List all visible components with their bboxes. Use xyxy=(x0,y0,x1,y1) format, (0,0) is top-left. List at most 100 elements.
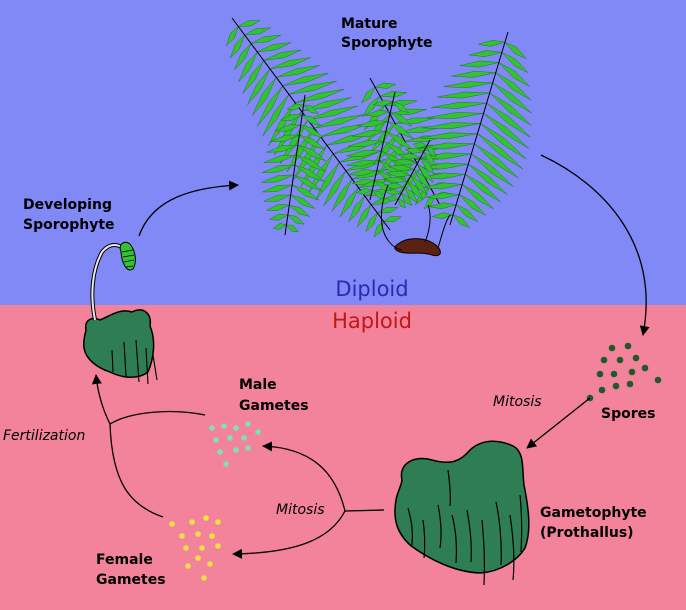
pinna xyxy=(373,220,385,238)
pinna xyxy=(301,97,352,112)
pinna xyxy=(495,72,531,101)
dot xyxy=(209,425,215,431)
mitosis-gametes-label: Mitosis xyxy=(276,502,325,518)
pinna xyxy=(242,60,264,94)
pinna xyxy=(384,176,408,183)
dot xyxy=(201,575,207,581)
pinna xyxy=(301,114,323,127)
pinna xyxy=(360,86,376,104)
pinna xyxy=(386,195,399,202)
pinna xyxy=(297,144,327,162)
pinna xyxy=(257,85,283,127)
pinna xyxy=(348,195,365,223)
line-from-gametophyte xyxy=(344,509,385,512)
pinna xyxy=(431,212,455,219)
pinna xyxy=(355,187,374,195)
pinna xyxy=(436,91,490,99)
dot xyxy=(233,425,239,431)
pinna xyxy=(371,189,386,200)
pinna xyxy=(282,72,329,87)
pinna xyxy=(462,184,494,209)
pinna xyxy=(392,159,418,166)
pinna xyxy=(474,143,519,179)
pinna xyxy=(365,212,378,233)
pinna xyxy=(279,114,304,121)
dot xyxy=(233,447,239,453)
pinna xyxy=(417,163,434,183)
dot xyxy=(632,354,640,362)
pinna xyxy=(279,119,309,164)
frond xyxy=(261,94,327,236)
pinna xyxy=(425,192,460,200)
pinna xyxy=(451,71,496,78)
pinna xyxy=(390,111,412,127)
gametophyte-label-2: (Prothallus) xyxy=(540,525,634,541)
pinna xyxy=(501,52,529,73)
dot xyxy=(616,356,624,364)
pinna xyxy=(418,142,475,150)
line-from-male-gametes xyxy=(109,410,206,425)
frond-rachis xyxy=(284,94,306,236)
pinna xyxy=(247,68,271,105)
pinna xyxy=(379,91,407,98)
pinna xyxy=(225,25,239,47)
arrow-to-female-gametes xyxy=(232,510,346,559)
dot xyxy=(185,563,191,569)
gametophyte-prothallus xyxy=(394,440,530,574)
pinna xyxy=(471,153,514,187)
pinna xyxy=(238,51,258,82)
dot xyxy=(195,555,201,561)
male-gametes-label-1: Male xyxy=(239,377,277,393)
dot xyxy=(624,342,632,350)
dot xyxy=(209,533,215,539)
pinna xyxy=(357,120,389,128)
pinna xyxy=(351,178,376,186)
diploid-zone xyxy=(0,0,686,305)
frond xyxy=(418,31,532,229)
pinna xyxy=(426,112,484,119)
pinna xyxy=(397,198,406,209)
dot xyxy=(600,356,608,364)
pinna xyxy=(385,170,411,177)
pinna xyxy=(413,169,432,190)
pinna xyxy=(372,99,394,107)
pinna xyxy=(431,101,487,109)
dot xyxy=(195,531,201,537)
dot xyxy=(199,545,205,551)
female-gametes-label-2: Gametes xyxy=(96,572,166,588)
pinna xyxy=(263,194,291,202)
pinna xyxy=(486,102,531,138)
pinna xyxy=(452,214,471,229)
pinna xyxy=(443,81,493,89)
pinna xyxy=(299,134,326,150)
pinna xyxy=(252,77,277,116)
pinna xyxy=(262,184,293,193)
pinna xyxy=(465,173,501,203)
spores-cluster xyxy=(586,342,662,402)
pinna xyxy=(296,154,326,172)
pinna xyxy=(426,145,437,158)
pinna xyxy=(489,92,532,126)
pinna xyxy=(419,156,436,176)
pinna xyxy=(261,164,296,173)
pinna xyxy=(412,141,428,149)
pinna xyxy=(383,182,406,190)
line-from-female-gametes xyxy=(109,423,164,518)
pinna xyxy=(331,178,353,212)
pinna xyxy=(376,206,400,214)
dot xyxy=(241,435,247,441)
rhizome-roots xyxy=(381,184,451,251)
pinna xyxy=(250,34,282,44)
pinna xyxy=(459,60,499,68)
dot xyxy=(245,421,251,427)
pinna xyxy=(384,189,403,196)
frond-rachis xyxy=(369,91,396,201)
pinna xyxy=(300,124,324,139)
mature-sporophyte-fronds xyxy=(225,17,532,238)
developing-sporophyte-label-1: Developing xyxy=(23,197,112,213)
pinna xyxy=(407,181,424,200)
dot xyxy=(217,449,223,455)
fertilization-label: Fertilization xyxy=(3,428,85,444)
frond-rachis xyxy=(449,31,509,226)
frond xyxy=(383,139,437,209)
